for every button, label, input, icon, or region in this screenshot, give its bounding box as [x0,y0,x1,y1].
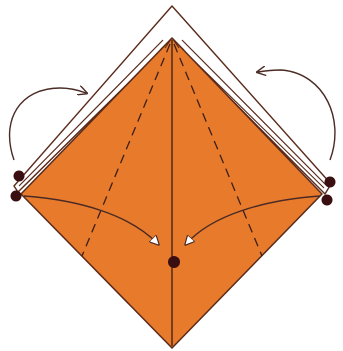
left-lower-dot [11,191,22,202]
right-lower-dot [322,195,333,206]
left-upper-dot [14,171,25,182]
right-upper-dot [325,177,336,188]
center-dot [168,256,180,268]
